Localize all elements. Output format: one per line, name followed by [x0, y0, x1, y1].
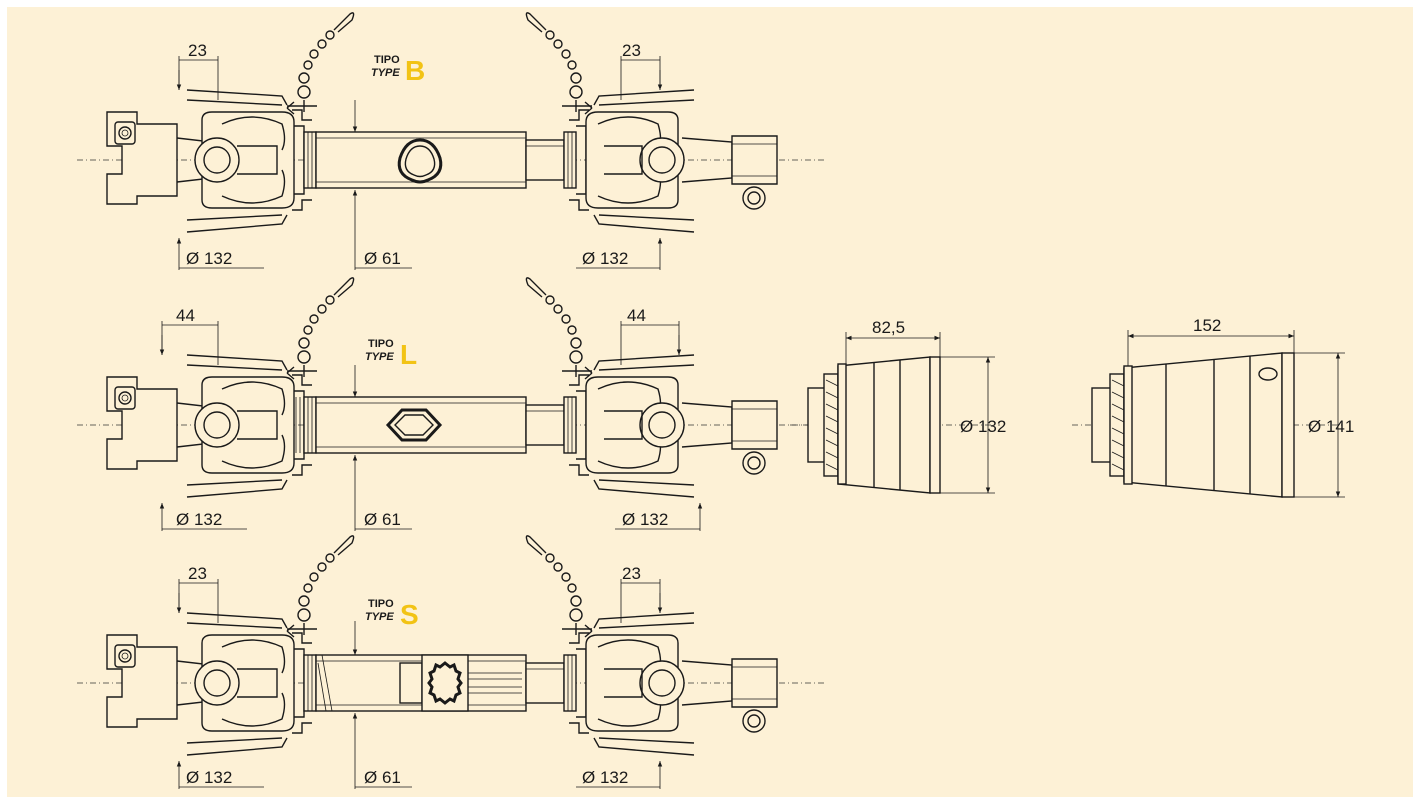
dim-left-bottom: Ø 132 — [159, 503, 247, 531]
shaft-type-b: TIPO TYPE B 23 23 Ø 132 — [76, 12, 828, 270]
shaft-type-s: TIPO TYPE S 23 23 Ø 132 — [76, 535, 828, 789]
type-text: TYPE — [371, 67, 400, 79]
type-label: TIPO TYPE S — [365, 598, 419, 630]
guard-cone-large: 152 Ø 141 — [1072, 316, 1354, 498]
type-text: TYPE — [365, 351, 394, 363]
guard-cone-small: 82,5 Ø 132 — [790, 318, 1006, 494]
dim-left-top: 23 — [176, 41, 219, 100]
dim-right-top: 44 — [620, 306, 682, 365]
dim-label: 152 — [1193, 316, 1221, 335]
dim-label: Ø 132 — [582, 768, 628, 787]
type-label: TIPO TYPE B — [371, 54, 425, 86]
cone-ribs — [825, 379, 839, 471]
hatched-collar — [317, 654, 333, 712]
dim-center-bottom: Ø 61 — [355, 510, 412, 530]
dim-label: 44 — [176, 306, 195, 325]
dim-label: Ø 132 — [622, 510, 668, 529]
dim-left-bottom: Ø 132 — [176, 761, 264, 789]
type-letter: S — [400, 599, 419, 630]
dim-label: Ø 132 — [186, 249, 232, 268]
dim-length: 82,5 — [845, 318, 941, 364]
dim-label: Ø 61 — [364, 768, 401, 787]
type-letter: B — [405, 55, 425, 86]
dim-label: 23 — [188, 41, 207, 60]
dim-label: Ø 61 — [364, 249, 401, 268]
dim-label: Ø 132 — [186, 768, 232, 787]
splined-profile-icon — [399, 654, 522, 712]
dim-label: 23 — [622, 564, 641, 583]
type-label: TIPO TYPE L — [365, 338, 417, 370]
tipo-text: TIPO — [368, 598, 394, 610]
dim-left-bottom: Ø 132 — [176, 238, 264, 270]
dim-label: 23 — [622, 41, 641, 60]
dim-label: Ø 132 — [582, 249, 628, 268]
dim-label: 23 — [188, 564, 207, 583]
cone-ribs — [1111, 379, 1125, 471]
tipo-text: TIPO — [374, 54, 400, 66]
type-text: TYPE — [365, 611, 394, 623]
dim-right-bottom: Ø 132 — [615, 503, 703, 531]
tipo-text: TIPO — [368, 338, 394, 350]
type-letter: L — [400, 339, 417, 370]
dim-length: 152 — [1127, 316, 1295, 366]
dim-left-top: 23 — [176, 564, 219, 623]
dim-label: Ø 132 — [960, 417, 1006, 436]
dim-right-bottom: Ø 132 — [576, 761, 663, 789]
knurled-ring — [295, 397, 301, 453]
dim-label: Ø 132 — [176, 510, 222, 529]
shaft-type-l: TIPO TYPE L 44 44 Ø 132 — [76, 277, 828, 531]
trilobe-profile-icon — [397, 138, 443, 184]
dim-label: Ø 61 — [364, 510, 401, 529]
dim-label: 82,5 — [872, 318, 905, 337]
dim-label: Ø 141 — [1308, 417, 1354, 436]
dim-diameter: Ø 132 — [940, 356, 1006, 494]
dim-left-top: 44 — [159, 306, 219, 365]
dim-right-top: 23 — [620, 41, 663, 100]
dim-center-bottom: Ø 61 — [355, 768, 412, 788]
dim-right-top: 23 — [620, 564, 663, 623]
dim-diameter: Ø 141 — [1294, 352, 1354, 498]
dim-center-bottom: Ø 61 — [355, 249, 412, 269]
dim-right-bottom: Ø 132 — [576, 238, 663, 270]
dim-label: 44 — [627, 306, 646, 325]
lemon-profile-icon — [385, 408, 443, 442]
